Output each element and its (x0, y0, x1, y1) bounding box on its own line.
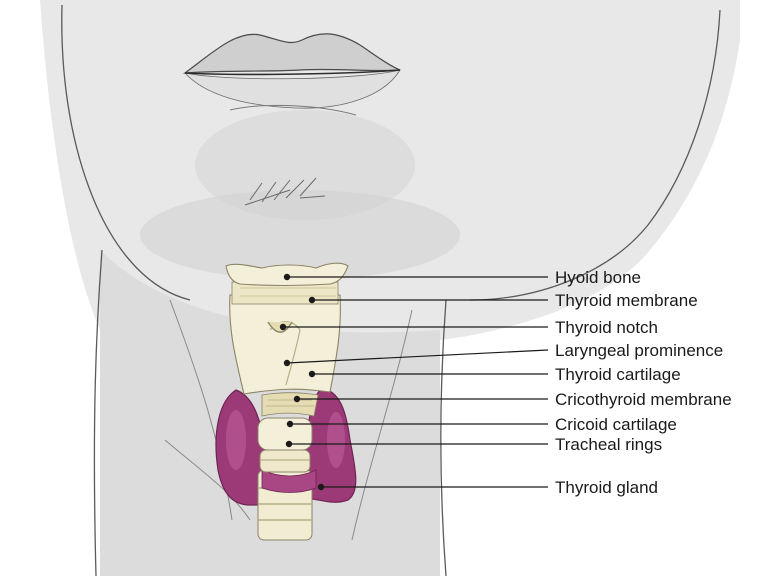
label-cricothyroid-membrane: Cricothyroid membrane (555, 390, 732, 409)
leader-dot-thyroid-cartilage (309, 371, 315, 377)
label-cricoid-cartilage: Cricoid cartilage (555, 415, 677, 434)
anatomy-labels: Hyoid bone Thyroid membrane Thyroid notc… (555, 268, 732, 497)
leader-dot-thyroid-membrane (309, 297, 315, 303)
leader-dot-laryngeal-prominence (284, 360, 290, 366)
label-hyoid-bone: Hyoid bone (555, 268, 641, 287)
thyroid-cartilage-shape (230, 295, 341, 394)
leader-dot-thyroid-notch (280, 324, 286, 330)
gland-highlight-right (327, 412, 345, 468)
neck-outline-right (441, 300, 446, 576)
leader-dot-cricoid-cartilage (287, 421, 293, 427)
leader-dot-hyoid-bone (284, 274, 290, 280)
label-thyroid-notch: Thyroid notch (555, 318, 658, 337)
label-thyroid-gland: Thyroid gland (555, 478, 658, 497)
label-tracheal-rings: Tracheal rings (555, 435, 662, 454)
cricothyroid-membrane-shape (262, 393, 318, 416)
tracheal-ring-shape (260, 450, 310, 472)
cricoid-cartilage-shape (258, 418, 312, 450)
gland-highlight-left (226, 410, 246, 470)
leader-dot-thyroid-gland (318, 484, 324, 490)
larynx-illustration (216, 263, 356, 540)
label-laryngeal-prominence: Laryngeal prominence (555, 341, 723, 360)
leader-dot-tracheal-rings (286, 441, 292, 447)
leader-dot-cricothyroid-membrane (294, 396, 300, 402)
label-thyroid-membrane: Thyroid membrane (555, 291, 698, 310)
label-thyroid-cartilage: Thyroid cartilage (555, 365, 681, 384)
